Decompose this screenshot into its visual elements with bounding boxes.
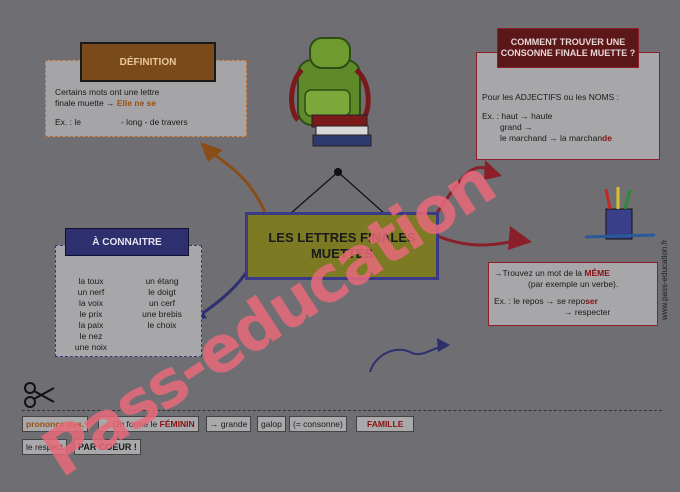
comment-ex1: Ex. : haut → haute — [482, 111, 553, 121]
chip-feminin-emphasis: FÉMININ — [159, 419, 195, 429]
definition-ex-mid: - long - de travers — [120, 117, 188, 127]
meme-ex-emphasis: ser — [585, 296, 598, 306]
backpack-icon — [289, 37, 372, 147]
meme-line1-pre: →Trouvez un mot de la — [494, 268, 585, 278]
comment-ex3-emphasis: de — [602, 133, 612, 143]
list-item: le choix — [147, 320, 177, 330]
chip-famille: FAMILLE — [356, 416, 415, 432]
meme-ex2: → respecter — [564, 307, 611, 317]
arrow-to-connaitre — [199, 269, 250, 317]
list-item: une brebis — [142, 309, 182, 319]
list-item: le doigt — [148, 287, 176, 297]
list-item: un étang — [145, 276, 179, 286]
list-item: une noix — [74, 342, 108, 352]
connaitre-right-list: un étang le doigt un cerf une brebis le … — [132, 276, 192, 331]
chip-feminin-pre: → On forme le — [102, 419, 160, 429]
cut-line — [22, 410, 662, 411]
meme-line1: →Trouvez un mot de la MÊME — [494, 268, 654, 279]
comment-panel — [476, 52, 660, 160]
meme-line2: (par exemple un verbe). — [528, 279, 619, 289]
side-url: www.pass-education.fr — [660, 239, 669, 320]
list-item: le nez — [79, 331, 103, 341]
scissors-icon — [24, 382, 55, 408]
meme-panel — [488, 262, 658, 326]
hanger-dot — [334, 168, 342, 176]
list-item: la voix — [78, 298, 104, 308]
definition-line2: finale muette → Elle ne se — [55, 98, 240, 109]
meme-example: Ex. : le repos → se reposer — [494, 296, 654, 307]
chip-grande: → grande — [206, 416, 252, 432]
connaitre-panel — [55, 245, 202, 357]
chip-consonne: (= consonne) — [289, 416, 347, 432]
definition-line2-emphasis: Elle ne se — [116, 98, 157, 108]
definition-line2-pre: finale muette → — [55, 98, 117, 108]
definition-example: Ex. : le - long - de travers — [55, 117, 240, 128]
meme-line1-emphasis: MÊME — [584, 268, 610, 278]
definition-text: Certains mots ont une lettre finale muet… — [55, 87, 240, 128]
comment-title: COMMENT TROUVER UNE CONSONNE FINALE MUET… — [497, 28, 639, 68]
comment-line1: Pour les ADJECTIFS ou les NOMS : — [482, 92, 619, 102]
center-title: LES LETTRES FINALES MUETTES — [245, 212, 439, 280]
connaitre-title: À CONNAITRE — [65, 228, 189, 256]
swirl-arrow — [369, 344, 446, 373]
definition-line1: Certains mots ont une lettre — [55, 87, 160, 97]
connaitre-left-list: la toux un nerf la voix le prix la paix … — [66, 276, 116, 353]
chip-galop: galop — [257, 416, 286, 432]
comment-ex2: grand → — [500, 122, 533, 132]
comment-text: Pour les ADJECTIFS ou les NOMS : Ex. : h… — [482, 92, 654, 144]
definition-title: DÉFINITION — [80, 42, 216, 82]
pencil-cup-icon — [584, 187, 656, 240]
chip-respect: le respect — [22, 439, 67, 455]
definition-ex-pre: Ex. : le — [55, 117, 81, 127]
chip-par-coeur: PAR COEUR ! — [74, 439, 141, 455]
chip-prononce: prononce pas. — [22, 416, 89, 432]
meme-ex-pre: Ex. : le repos → se repo — [494, 296, 586, 306]
list-item: le prix — [79, 309, 103, 319]
list-item: un cerf — [149, 298, 175, 308]
chip-feminin: → On forme le FÉMININ — [98, 416, 199, 432]
list-item: la paix — [78, 320, 104, 330]
comment-ex3: le marchand → la marchande — [482, 133, 654, 144]
arrow-to-definition — [214, 153, 267, 213]
list-item: un nerf — [77, 287, 105, 297]
meme-text: →Trouvez un mot de la MÊME (par exemple … — [494, 268, 654, 318]
list-item: la toux — [78, 276, 104, 286]
comment-ex3-pre: le marchand → la marchan — [500, 133, 603, 143]
